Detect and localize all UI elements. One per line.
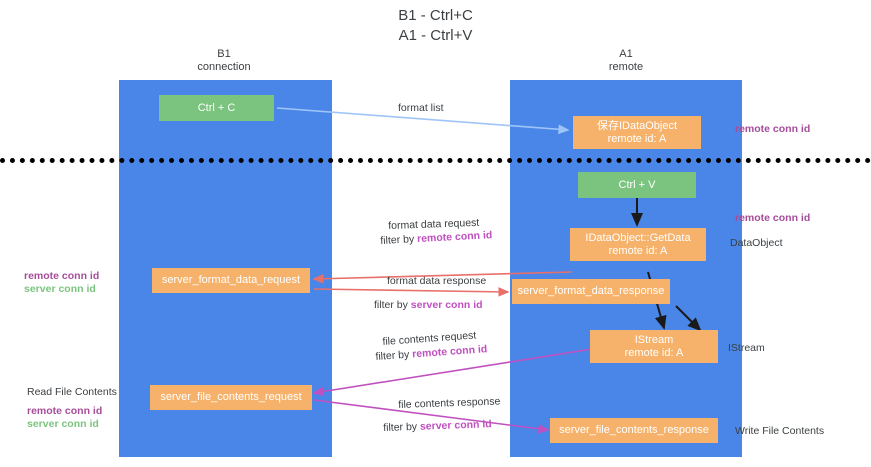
annotation-right-remote-conn-id-mid: remote conn id [735,212,811,224]
column-header-a1-name: A1 [619,48,633,60]
annotation-right-istream: IStream [728,342,765,354]
box-server-file-contents-request[interactable]: server_file_contents_request [150,385,312,410]
box-ctrl-v-label: Ctrl + V [618,178,656,191]
box-istream-label: IStream remote id: A [624,333,684,359]
label-file-contents-response-filter: filter by server conn id [383,417,492,435]
filter-key-2: server conn id [410,299,483,311]
box-idataobject-label: 保存IDataObject remote id: A [596,119,678,145]
box-server-format-data-request-label: server_format_data_request [161,274,301,286]
filter-key-1: remote conn id [416,229,493,246]
column-header-b1: B1 connection [116,48,332,74]
box-idataobject[interactable]: 保存IDataObject remote id: A [573,116,701,149]
box-server-format-data-response[interactable]: server_format_data_response [512,279,670,304]
box-idataobject-getdata[interactable]: IDataObject::GetData remote id: A [570,228,706,261]
filter-prefix-1: filter by [380,233,418,247]
box-ctrl-c[interactable]: Ctrl + C [159,95,274,121]
title-line-1: B1 - Ctrl+C [398,7,473,24]
filter-prefix-4: filter by [383,420,421,434]
column-header-b1-sub: connection [197,61,251,73]
diagram-title: B1 - Ctrl+C A1 - Ctrl+V [0,6,871,46]
section-divider [0,158,871,163]
box-ctrl-v[interactable]: Ctrl + V [578,172,696,198]
annotation-right-dataobject: DataObject [730,237,783,249]
filter-key-3: remote conn id [411,343,488,361]
box-server-file-contents-response[interactable]: server_file_contents_response [550,418,718,443]
box-server-format-data-request[interactable]: server_format_data_request [152,268,310,293]
column-header-a1-sub: remote [608,61,644,73]
label-format-data-response: format data response [387,275,487,287]
box-server-file-contents-response-label: server_file_contents_response [559,424,709,436]
annotation-left-server-conn-id-mid: server conn id [24,283,96,295]
label-format-list: format list [398,102,444,114]
box-server-format-data-response-label: server_format_data_response [517,285,665,297]
title-line-2: A1 - Ctrl+V [398,27,473,44]
filter-key-4: server conn id [419,418,492,433]
annotation-left-remote-conn-id-bottom: remote conn id [27,405,103,417]
column-header-a1: A1 remote [510,48,742,74]
box-server-file-contents-request-label: server_file_contents_request [160,391,302,403]
column-header-b1-name: B1 [217,48,231,60]
annotation-left-server-conn-id-bottom: server conn id [27,418,99,430]
box-ctrl-c-label: Ctrl + C [197,101,236,114]
annotation-left-read-file-contents: Read File Contents [27,386,117,398]
filter-prefix-2: filter by [374,299,411,311]
arrow-format-data-response [313,287,510,297]
annotation-right-write-file-contents: Write File Contents [735,425,825,437]
label-format-data-response-filter: filter by server conn id [374,298,483,312]
filter-prefix-3: filter by [375,348,413,363]
label-file-contents-response: file contents response [398,395,501,411]
box-istream[interactable]: IStream remote id: A [590,330,718,363]
box-idataobject-getdata-label: IDataObject::GetData remote id: A [585,231,691,257]
annotation-right-remote-conn-id-top: remote conn id [735,123,811,135]
annotation-left-remote-conn-id-mid: remote conn id [24,270,100,282]
